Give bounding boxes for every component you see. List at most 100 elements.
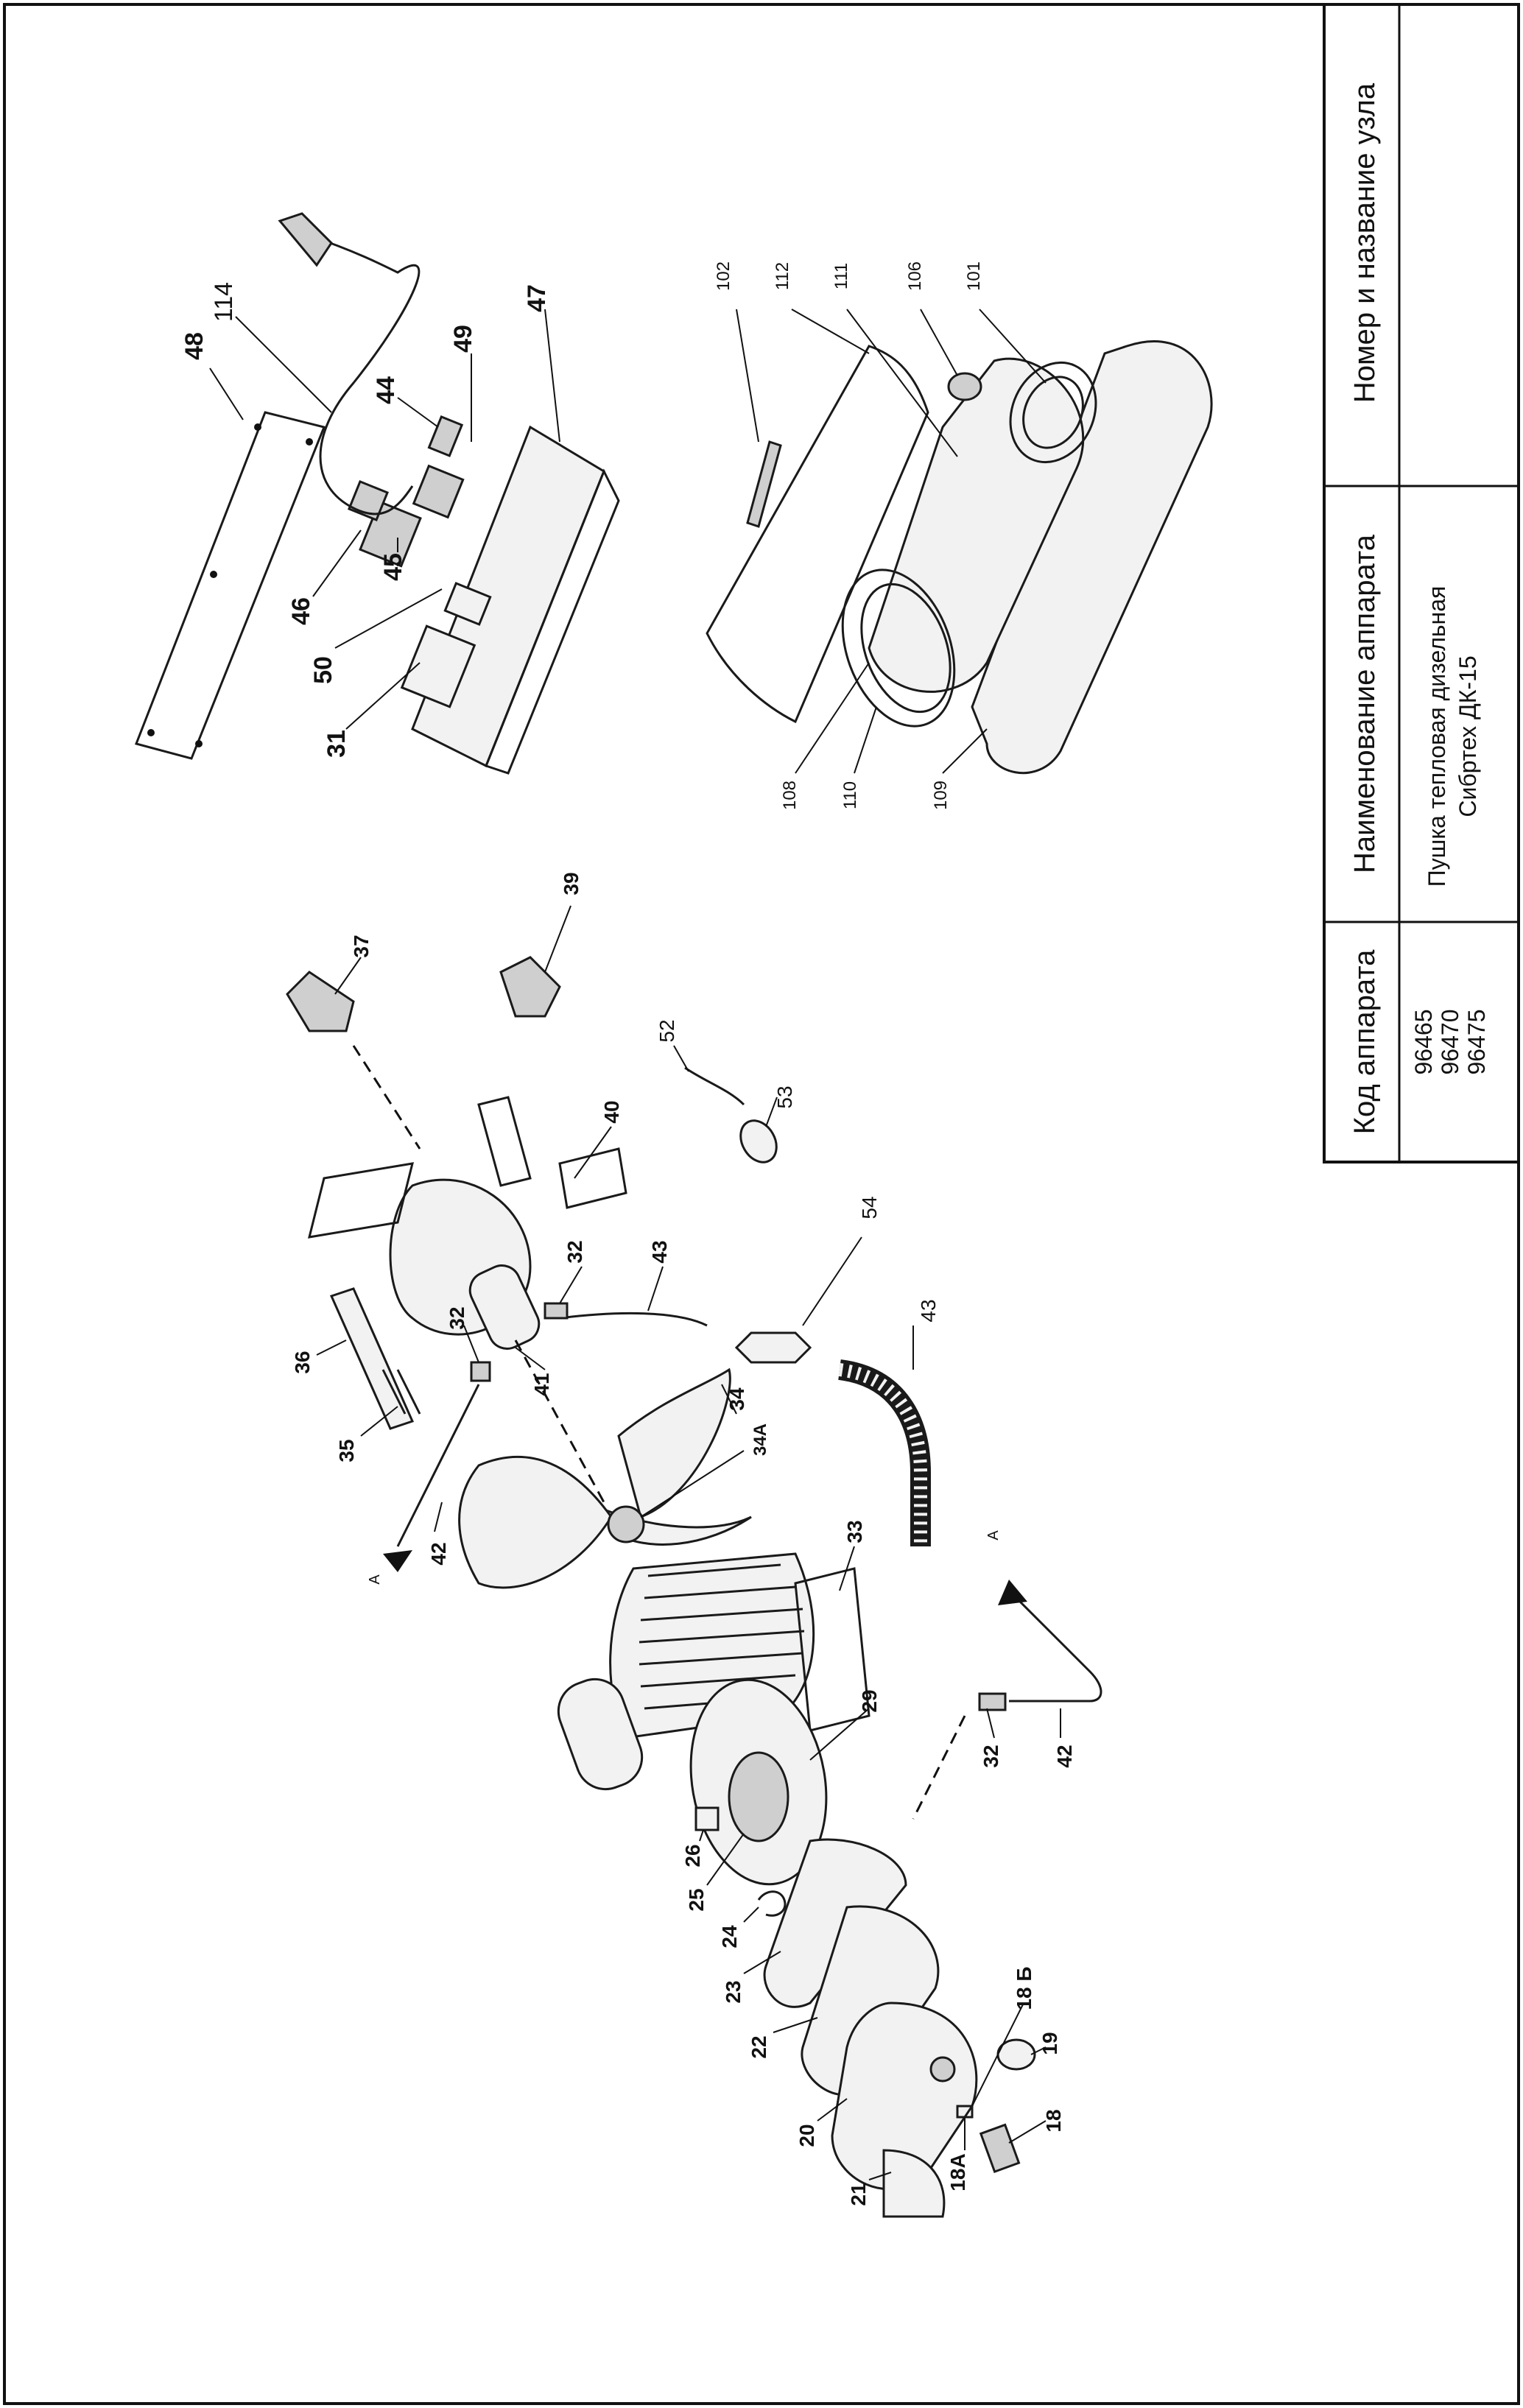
callout-54: 54 — [858, 1196, 881, 1219]
leader-108 — [795, 662, 870, 774]
callout-37: 37 — [350, 934, 373, 957]
callout-50: 50 — [309, 656, 337, 684]
callout-53: 53 — [773, 1085, 796, 1108]
leader-32b — [463, 1325, 479, 1363]
callout-18B: 18 Б — [1013, 1966, 1035, 2010]
apparatus-code-3: 96475 — [1463, 1010, 1490, 1075]
leader-47 — [544, 309, 560, 443]
callout-26: 26 — [681, 1844, 704, 1867]
callout-34A: 34A — [750, 1423, 770, 1456]
fan-blade-34c — [458, 1455, 613, 1589]
leader-39 — [544, 905, 571, 973]
leader-111 — [846, 309, 958, 457]
axis-37 — [352, 1045, 421, 1150]
tank-109 — [971, 340, 1213, 775]
leader-52 — [673, 1045, 689, 1072]
leader-114 — [235, 316, 332, 413]
leader-31 — [345, 662, 421, 730]
callout-33: 33 — [843, 1520, 866, 1543]
callout-19: 19 — [1038, 2032, 1061, 2055]
leader-19 — [1030, 2046, 1047, 2055]
apparatus-name-line1: Пушка тепловая дизельная — [1424, 586, 1450, 887]
grill-101-inner — [1022, 376, 1084, 449]
component-31 — [400, 624, 476, 708]
callout-109: 109 — [931, 781, 951, 810]
callout-20: 20 — [795, 2124, 818, 2147]
handle-102 — [746, 440, 782, 528]
fitting-18 — [979, 2123, 1021, 2174]
control-box-assembly — [134, 212, 620, 775]
relay-44 — [427, 415, 464, 457]
leader-32c — [986, 1708, 995, 1739]
plug — [278, 212, 333, 267]
motor-pump-assembly — [286, 905, 1102, 2218]
electrode-clips-35 — [381, 1369, 421, 1415]
callout-A-upper: A — [367, 1574, 383, 1585]
apparatus-code-2: 96470 — [1437, 1010, 1463, 1075]
igniter-37 — [286, 971, 355, 1032]
callout-43a: 43 — [648, 1240, 671, 1263]
arrow-A-lower — [998, 1580, 1027, 1605]
callout-41: 41 — [530, 1373, 553, 1395]
leader-26 — [699, 1829, 704, 1842]
chamber-111 — [868, 357, 1085, 693]
callout-43b: 43 — [917, 1299, 940, 1322]
callout-24: 24 — [718, 1925, 741, 1948]
callout-101: 101 — [964, 261, 984, 291]
wire-52 — [684, 1066, 745, 1106]
leader-32a — [559, 1266, 583, 1304]
fitting-32-mid — [470, 1361, 491, 1382]
hose-43-ribs — [838, 1363, 928, 1547]
leader-112 — [791, 309, 870, 354]
body-tank-assembly — [706, 309, 1213, 775]
callout-22: 22 — [748, 2035, 770, 2058]
callout-112: 112 — [773, 262, 792, 290]
leader-36 — [316, 1339, 347, 1356]
leader-101 — [979, 309, 1047, 384]
leader-18 — [1008, 2120, 1047, 2144]
leader-102 — [736, 309, 759, 443]
axis-32-lower — [912, 1715, 966, 1820]
baffle-40b — [558, 1147, 627, 1209]
motor-mount-33 — [794, 1567, 870, 1732]
leader-21 — [868, 2172, 892, 2180]
callout-31: 31 — [323, 730, 351, 758]
leader-44 — [397, 397, 439, 428]
tube-43-upper — [559, 1312, 708, 1327]
fuel-line-42-upper — [396, 1384, 480, 1547]
apparatus-name-line2: Сибртех ДК-15 — [1455, 655, 1481, 817]
component-50 — [443, 582, 492, 626]
rotor-25 — [728, 1751, 789, 1842]
terminal-block-49 — [412, 464, 465, 519]
leader-106 — [920, 309, 958, 376]
callout-A-lower: A — [985, 1530, 1002, 1541]
outlet-ring-110 — [841, 568, 956, 728]
outlet-108 — [860, 582, 952, 714]
callout-42a: 42 — [427, 1542, 450, 1565]
callout-102: 102 — [714, 261, 734, 291]
part-24 — [757, 1890, 787, 1917]
axis-main — [514, 1339, 605, 1503]
fan-hub-34A — [607, 1505, 645, 1543]
callout-34: 34 — [725, 1387, 748, 1411]
title-block-frame — [1323, 3, 1520, 1163]
leader-33 — [839, 1546, 855, 1591]
bracket-39 — [499, 956, 561, 1018]
callout-46: 46 — [287, 597, 315, 625]
callout-32b: 32 — [446, 1306, 468, 1329]
callout-18A: 18A — [946, 2153, 969, 2191]
coil-41 — [468, 1264, 541, 1350]
leader-41 — [515, 1347, 546, 1370]
leader-46 — [312, 529, 362, 597]
hose-43 — [837, 1359, 932, 1547]
leader-34 — [721, 1384, 737, 1415]
filter-54 — [734, 1331, 812, 1364]
upper-shell-112 — [706, 345, 929, 724]
callout-32c: 32 — [979, 1745, 1002, 1767]
leader-20 — [817, 2098, 848, 2122]
leader-18B — [971, 2002, 1024, 2107]
leader-24 — [743, 1907, 759, 1923]
pump-port — [929, 2056, 956, 2083]
callout-47: 47 — [523, 284, 551, 312]
